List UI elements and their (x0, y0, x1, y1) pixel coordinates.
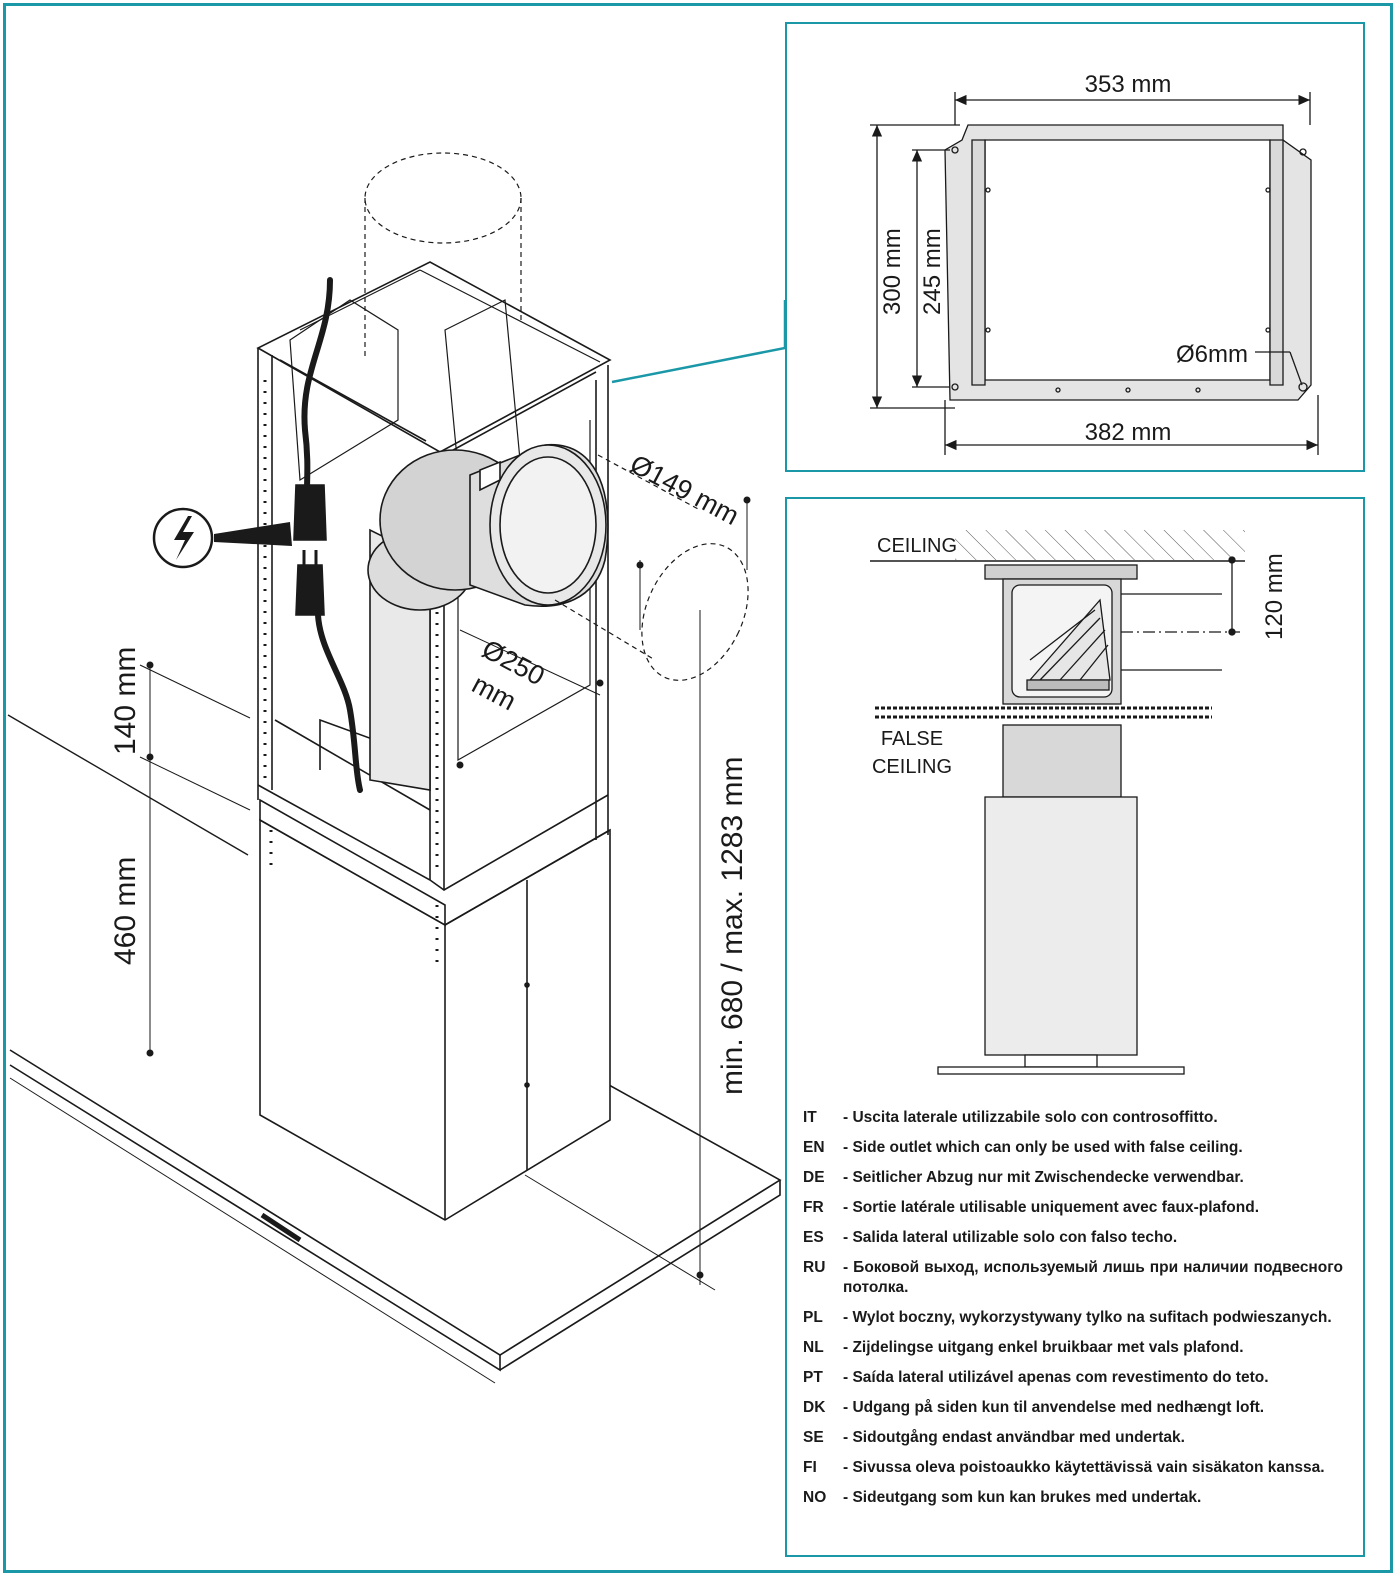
legend-row-dk: DK - Udgang på siden kun til anvendelse m… (803, 1398, 1343, 1418)
dim-width-top-label: 353 mm (1085, 71, 1172, 98)
legend-row-es: ES - Salida lateral utilizable solo con f… (803, 1228, 1343, 1248)
dim-120-label: 120 mm (1261, 553, 1288, 640)
legend-text: - Side outlet which can only be used wit… (843, 1139, 1243, 1156)
legend-text: - Saída lateral utilizável apenas com re… (843, 1369, 1269, 1386)
side-outlet-collar (469, 444, 609, 607)
legend-text: - Seitlicher Abzug nur mit Zwischendecke… (843, 1169, 1244, 1186)
ceiling-hatch (955, 530, 1245, 560)
detail-connector-line (611, 300, 787, 384)
legend-row-se: SE - Sidoutgång endast användbar med unde… (803, 1428, 1343, 1448)
legend-row-pl: PL - Wylot boczny, wykorzystywany tylko n… (803, 1308, 1343, 1328)
legend-language-code: SE (803, 1429, 824, 1446)
dim-diam-149-label: Ø149 mm (625, 449, 744, 531)
dim-460-label: 460 mm (109, 857, 142, 965)
legend-row-en: EN - Side outlet which can only be used w… (803, 1138, 1343, 1158)
legend-row-it: IT - Uscita laterale utilizzabile solo co… (803, 1108, 1343, 1128)
legend-text: - Боковой выход, используемый лишь при н… (843, 1259, 1343, 1296)
legend-language-code: NL (803, 1339, 824, 1356)
legend-text: - Sidoutgång endast användbar med undert… (843, 1429, 1185, 1446)
legend-row-fr: FR - Sortie latérale utilisable uniquemen… (803, 1198, 1343, 1218)
legend-text: - Sortie latérale utilisable uniquement … (843, 1199, 1260, 1216)
legend-language-code: IT (803, 1109, 817, 1126)
section-drawing (870, 530, 1245, 1075)
legend-language-code: RU (803, 1259, 826, 1276)
chimney-frame (256, 261, 612, 970)
dim-height-inner-label: 245 mm (919, 228, 946, 315)
bracket-drawing (870, 92, 1319, 455)
legend-language-code: ES (803, 1229, 824, 1246)
legend-text: - Zijdelingse uitgang enkel bruikbaar me… (843, 1339, 1244, 1356)
page-frame (3, 3, 1393, 1573)
chimney-lower-cover (259, 798, 611, 1221)
false-ceiling-label-line2: CEILING (872, 756, 952, 778)
legend-row-de: DE - Seitlicher Abzug nur mit Zwischendec… (803, 1168, 1343, 1188)
dim-hole-label: Ø6mm (1176, 341, 1248, 368)
legend-row-no: NO - Sideutgang som kun kan brukes med un… (803, 1488, 1343, 1508)
ceiling-label: CEILING (877, 535, 957, 557)
electric-hazard-icon (152, 507, 292, 569)
legend-text: - Uscita laterale utilizzabile solo con … (843, 1109, 1218, 1126)
legend-text: - Sivussa oleva poistoaukko käytettäviss… (843, 1459, 1325, 1476)
dim-height-outer-label: 300 mm (879, 228, 906, 315)
legend-row-fi: FI - Sivussa oleva poistoaukko käytettävi… (803, 1458, 1343, 1478)
legend-language-code: FR (803, 1199, 824, 1216)
language-legend: IT - Uscita laterale utilizzabile solo co… (803, 1108, 1343, 1518)
legend-language-code: DK (803, 1399, 826, 1416)
legend-text: - Sideutgang som kun kan brukes med unde… (843, 1489, 1202, 1506)
legend-language-code: EN (803, 1139, 825, 1156)
false-ceiling-label-line1: FALSE (881, 728, 943, 750)
control-panel (260, 1212, 302, 1243)
dim-width-bottom-label: 382 mm (1085, 419, 1172, 446)
legend-language-code: NO (803, 1489, 827, 1506)
legend-text: - Udgang på siden kun til anvendelse med… (843, 1399, 1265, 1416)
legend-row-pt: PT - Saída lateral utilizável apenas com … (803, 1368, 1343, 1388)
dim-height-range-label: min. 680 / max. 1283 mm (716, 757, 749, 1095)
dim-140-label: 140 mm (109, 647, 142, 755)
legend-language-code: PL (803, 1309, 823, 1326)
legend-language-code: PT (803, 1369, 823, 1386)
legend-text: - Wylot boczny, wykorzystywany tylko na … (843, 1309, 1332, 1326)
main-dimension-lines (139, 496, 751, 1291)
exhaust-duct-outline (364, 152, 522, 360)
hood-isometric-view (7, 152, 782, 1384)
legend-row-nl: NL - Zijdelingse uitgang enkel bruikbaar … (803, 1338, 1343, 1358)
legend-text: - Salida lateral utilizable solo con fal… (843, 1229, 1178, 1246)
plug-icon (293, 484, 327, 616)
outlet-projection (554, 454, 749, 681)
legend-language-code: DE (803, 1169, 825, 1186)
legend-language-code: FI (803, 1459, 817, 1476)
legend-row-ru: RU - Боковой выход, используемый лишь при… (803, 1258, 1343, 1298)
